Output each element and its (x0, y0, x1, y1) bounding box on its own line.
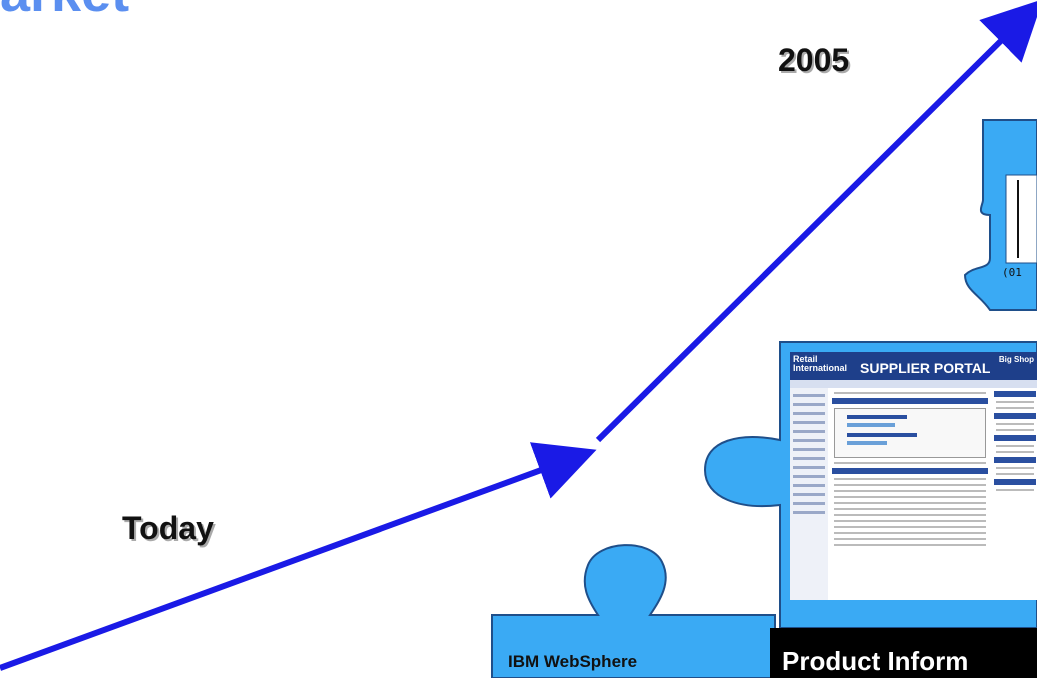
supplier-portal-screenshot: Retail International SUPPLIER PORTAL Big… (790, 352, 1037, 600)
product-information-label: Product Inform (770, 628, 1037, 678)
code-fragment: (01 (1002, 266, 1022, 279)
portal-logo: Big Shop (998, 355, 1034, 364)
portal-header: Retail International SUPPLIER PORTAL Big… (790, 352, 1037, 380)
portal-sidebar (992, 388, 1037, 600)
arrow-upper (595, 0, 1037, 443)
portal-chart (834, 408, 986, 458)
portal-body (830, 388, 990, 600)
arrow-lower (0, 442, 597, 671)
portal-subheader (790, 380, 1037, 388)
portal-title: SUPPLIER PORTAL (860, 360, 991, 376)
portal-nav (790, 388, 828, 600)
ibm-websphere-label: IBM WebSphere (508, 652, 638, 671)
puzzle-piece-bottom-left (491, 544, 776, 678)
portal-brand: Retail International (793, 354, 848, 373)
year-label-2005: 2005 (778, 42, 850, 78)
slide-title-fragment: arket (0, 0, 129, 24)
today-label: Today (122, 510, 214, 546)
